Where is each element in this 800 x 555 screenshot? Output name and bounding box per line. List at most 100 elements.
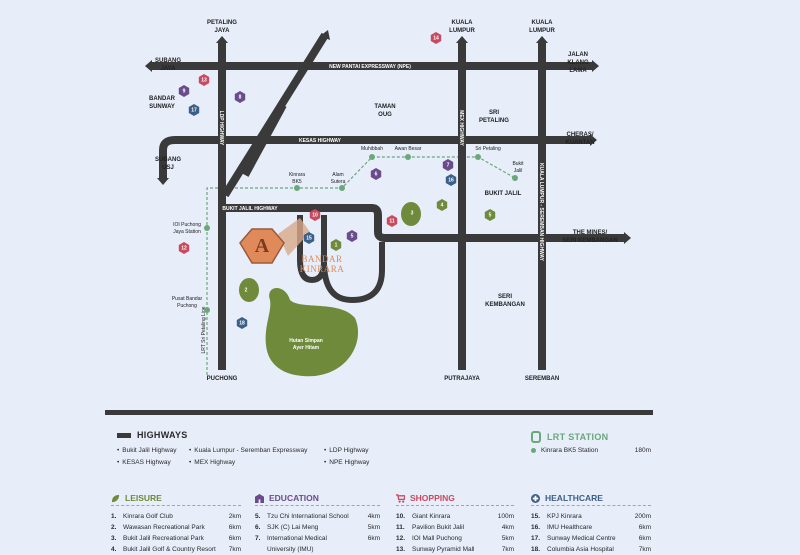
education-title-text: EDUCATION	[269, 493, 319, 503]
item-name: KPJ Kinrara	[547, 513, 582, 520]
leisure-title: LEISURE	[111, 493, 241, 503]
label-kl2-1: KUALA	[532, 20, 554, 26]
poi-marker-9: 9	[178, 85, 190, 97]
lrt-label: LRT Sri Petaling Line	[201, 306, 207, 353]
station-label-pusat-1: Pusat Bandar	[172, 296, 203, 302]
item-distance: 4km	[367, 513, 380, 520]
label-sri-petaling-2: PETALING	[479, 118, 509, 124]
arrow-klang-lama	[592, 60, 599, 72]
arrow-kl-1	[456, 36, 468, 43]
item-name: Columbia Asia Hospital	[547, 546, 614, 553]
label-cheras-1: CHERAS/	[566, 132, 593, 138]
label-mines-2: SERI KEMBANGAN	[562, 238, 617, 244]
item-name: Bukit Jalil Golf & Country Resort	[123, 546, 216, 553]
item-distance: 4km	[501, 524, 514, 531]
item-num: 10.	[396, 513, 406, 520]
healthcare-rule	[531, 505, 651, 506]
lrt-title-text: LRT STATION	[547, 432, 609, 442]
label-mines-1: THE MINES/	[573, 230, 608, 236]
item-name: IOI Mall Puchong	[412, 535, 462, 542]
item-distance: 200m	[634, 513, 651, 520]
station-label-pusat-2: Puchong	[177, 303, 197, 309]
brand-name-2: KINRARA	[300, 264, 345, 274]
poi-marker-16: 16	[445, 174, 457, 186]
label-seri-kembangan-2: KEMBANGAN	[485, 302, 525, 308]
poi-marker-13: 13	[198, 74, 210, 86]
lrt-stations	[204, 154, 518, 313]
brand-logo-letter: A	[255, 235, 270, 257]
poi-marker-hex	[309, 209, 321, 221]
arrow-subang-usj	[157, 178, 169, 185]
klsr-label: KUALA LUMPUR - SEREMBAN HIGHWAY	[538, 163, 544, 262]
station-label-ioi-1: IOI Puchong	[173, 222, 201, 228]
label-pj-1: PETALING	[207, 20, 237, 26]
item-num: 1.	[111, 513, 117, 520]
highway-item: KESAS Highway	[117, 459, 170, 466]
item-num: 12.	[396, 535, 406, 542]
kesas-road	[159, 136, 590, 178]
highway-bar-icon	[117, 432, 131, 438]
item-distance: 2km	[228, 513, 241, 520]
arrow-subang-jaya	[145, 60, 152, 72]
poi-marker-5: 5	[484, 209, 496, 221]
arrow-nw	[320, 30, 330, 40]
poi-marker-hex	[330, 239, 342, 251]
highway-item: MEX Highway	[189, 459, 235, 466]
station-label-alam-sutera-1: Alam	[332, 172, 343, 178]
diagonal-road-2	[241, 103, 287, 177]
station-label-sri-petaling: Sri Petaling	[475, 146, 501, 152]
brand-hexagon	[239, 228, 285, 264]
poi-marker-hex	[188, 104, 200, 116]
label-subang-jaya-2: JAYA	[161, 66, 177, 72]
label-klang-2: KLANG	[567, 60, 589, 66]
education-section: EDUCATION 5.Tzu Chi International School…	[255, 493, 380, 555]
brand-pointer	[278, 218, 310, 256]
loop-road-2	[321, 242, 385, 304]
poi-marker-number: 11	[389, 219, 395, 225]
label-bukit-jalil: BUKIT JALIL	[485, 191, 522, 197]
arrow-kl-2	[536, 36, 548, 43]
station-label-muhibbah: Muhibbah	[361, 146, 383, 152]
poi-marker-number: 17	[191, 108, 197, 114]
roads	[152, 32, 624, 370]
station-pusat-bandar	[204, 307, 210, 313]
poi-marker-3: 3	[406, 207, 418, 219]
item-num: 2.	[111, 524, 117, 531]
item-distance: 7km	[228, 546, 241, 553]
poi-marker-hex	[406, 207, 418, 219]
label-kl1-2: LUMPUR	[449, 28, 475, 34]
highway-item: Kuala Lumpur - Seremban Expressway	[189, 447, 307, 454]
item-distance: 5km	[501, 535, 514, 542]
poi-marker-number: 1	[335, 243, 338, 249]
poi-marker-number: 5	[351, 234, 354, 240]
poi-marker-14: 14	[430, 32, 442, 44]
poi-marker-number: 12	[181, 246, 187, 252]
poi-marker-number: 14	[433, 36, 439, 42]
poi-marker-hex	[484, 209, 496, 221]
label-sri-petaling-1: SRI	[489, 110, 499, 116]
highways-title-text: HIGHWAYS	[137, 430, 188, 440]
education-rule	[255, 505, 380, 506]
poi-marker-hex	[240, 284, 252, 296]
poi-marker-hex	[198, 74, 210, 86]
ldp-label: LDP HIGHWAY	[218, 111, 224, 146]
item-distance: 6km	[367, 535, 380, 542]
item-num: 17.	[531, 535, 541, 542]
poi-marker-number: 2	[245, 288, 248, 294]
item-distance: 6km	[228, 524, 241, 531]
item-distance: 7km	[638, 546, 651, 553]
label-pj-2: JAYA	[215, 28, 231, 34]
item-name: Tzu Chi International School	[267, 513, 349, 520]
label-seremban: SEREMBAN	[525, 376, 559, 382]
item-num: 11.	[396, 524, 405, 531]
station-label-kinrara-1: Kinrara	[289, 172, 305, 178]
list-item: 12. IOI Mall Puchong 5km	[396, 533, 514, 544]
